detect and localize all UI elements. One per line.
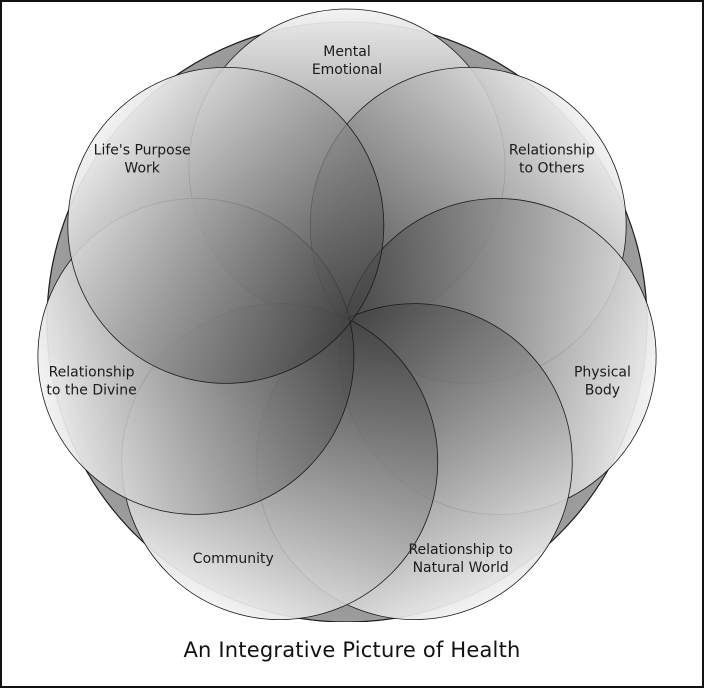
petal-label-line: Community <box>193 551 274 567</box>
petal-label-line: Emotional <box>312 62 382 78</box>
petal-label-line: Relationship <box>49 364 135 380</box>
petal-label-line: Relationship <box>509 143 595 159</box>
petal-circles <box>37 8 657 621</box>
petal-label-line: Work <box>124 161 160 177</box>
petal-label-line: Relationship to <box>408 542 512 558</box>
petal-label-line: Mental <box>323 44 371 60</box>
petal-label-line: to the Divine <box>46 382 136 398</box>
diagram-caption: An Integrative Picture of Health <box>183 638 521 662</box>
petal-label-line: Life's Purpose <box>94 143 191 159</box>
petal-label-line: Body <box>585 382 620 398</box>
petal-label: Community <box>193 551 274 567</box>
petal-label-line: Natural World <box>413 560 509 576</box>
petal-label-line: Physical <box>574 364 631 380</box>
petal-label-line: to Others <box>519 161 585 177</box>
petal-label: Relationship to Natural World <box>408 542 512 576</box>
petal-circle <box>67 66 385 384</box>
petal-label: Relationship to the Divine <box>46 364 136 398</box>
petal-label: Relationship to Others <box>509 143 595 177</box>
